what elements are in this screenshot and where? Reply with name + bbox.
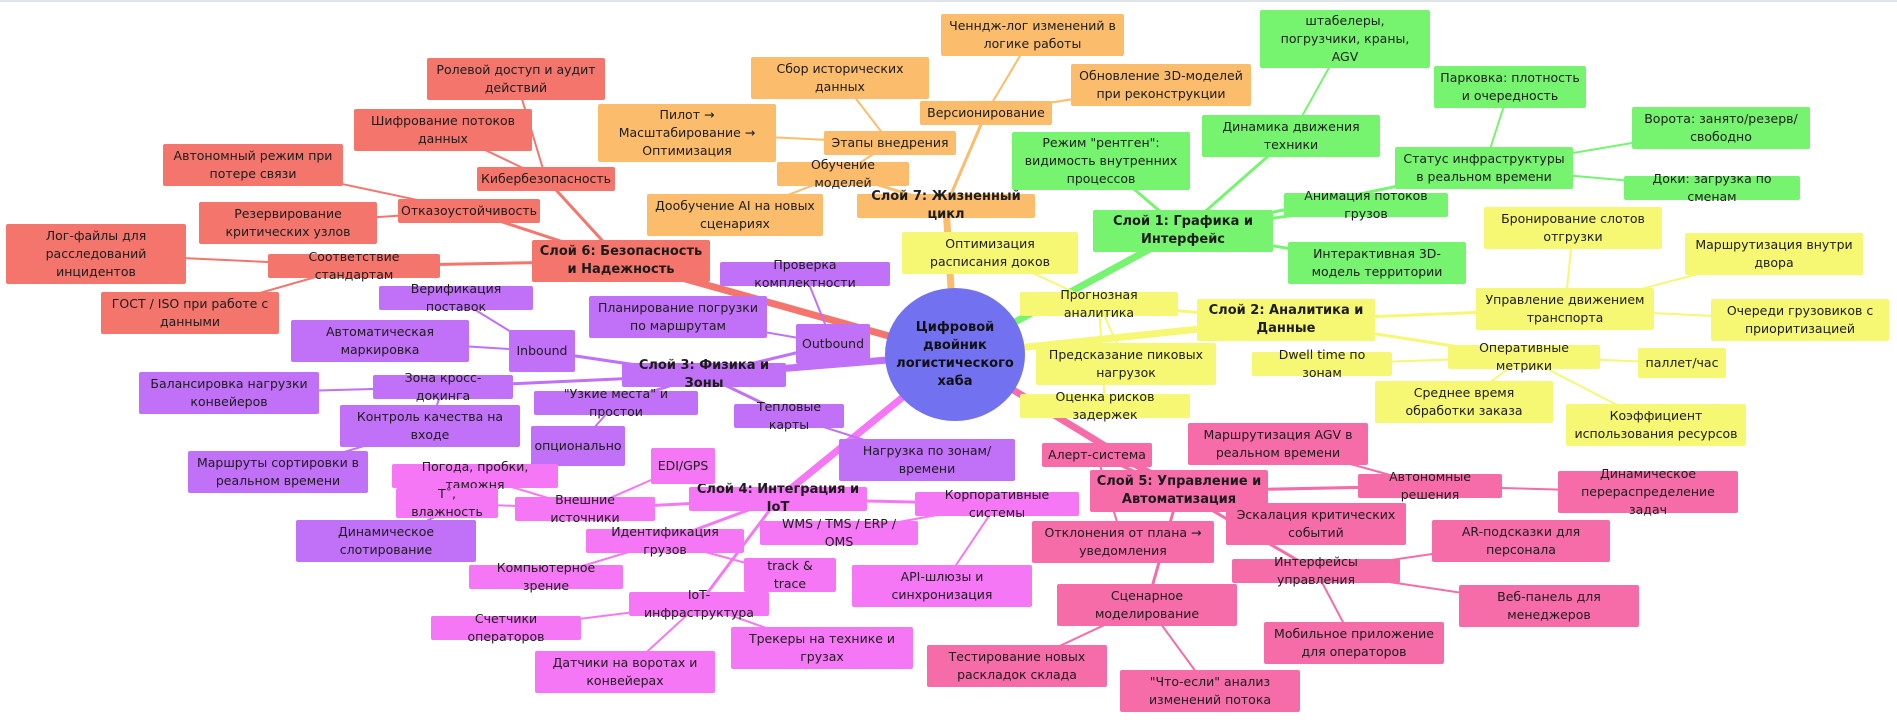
l4-wms[interactable]: WMS / TMS / ERP / OMS: [760, 516, 918, 549]
l3-crossdock[interactable]: Зона кросс-докинга: [373, 370, 513, 403]
l5-interfaces[interactable]: Интерфейсы управления: [1232, 554, 1400, 587]
layer6-node[interactable]: Слой 6: Безопасность и Надежность: [532, 240, 710, 282]
l6-logs[interactable]: Лог-файлы для расследований инцидентов: [6, 224, 186, 284]
l3-heatmaps[interactable]: Тепловые карты: [734, 399, 844, 432]
layer7-node[interactable]: Слой 7: Жизненный цикл: [857, 189, 1035, 222]
l5-autonomous[interactable]: Автономные решения: [1358, 469, 1502, 502]
l5-ar-hints[interactable]: AR-подсказки для персонала: [1432, 520, 1610, 562]
l2-peak-load[interactable]: Предсказание пиковых нагрузок: [1036, 343, 1216, 385]
l3-route-loading[interactable]: Планирование погрузки по маршрутам: [589, 296, 767, 338]
l3-bottlenecks[interactable]: "Узкие места" и простои: [534, 386, 698, 419]
l3-dyn-slotting[interactable]: Динамическое слотирование: [296, 520, 476, 562]
l2-yard-routing[interactable]: Маршрутизация внутри двора: [1685, 233, 1863, 275]
l7-ai-tuning[interactable]: Дообучение AI на новых сценариях: [647, 194, 823, 236]
l2-transport-mgmt[interactable]: Управление движением транспорта: [1476, 288, 1654, 330]
l4-temp[interactable]: T˚, влажность: [396, 486, 498, 519]
l5-web-panel[interactable]: Веб-панель для менеджеров: [1459, 585, 1639, 627]
l3-zone-load[interactable]: Нагрузка по зонам/ времени: [839, 439, 1015, 481]
l2-truck-queues[interactable]: Очереди грузовиков с приоритизацией: [1711, 299, 1889, 341]
l6-offline[interactable]: Автономный режим при потере связи: [163, 144, 343, 186]
l3-inbound[interactable]: Inbound: [509, 330, 575, 372]
l7-stages[interactable]: Этапы внедрения: [824, 131, 956, 155]
layer3-node[interactable]: Слой 3: Физика и Зоны: [622, 358, 786, 391]
l2-predictive[interactable]: Прогнозная аналитика: [1020, 287, 1178, 320]
l2-utilization[interactable]: Коэффициент использования ресурсов: [1566, 404, 1746, 446]
l1-machinery-motion[interactable]: Динамика движения техники: [1202, 115, 1380, 157]
layer1-node[interactable]: Слой 1: Графика и Интерфейс: [1093, 210, 1273, 252]
l6-gost[interactable]: ГОСТ / ISO при работе с данными: [101, 292, 279, 334]
l3-conveyor-balance[interactable]: Балансировка нагрузки конвейеров: [139, 372, 319, 414]
l4-edi[interactable]: EDI/GPS: [651, 448, 715, 484]
l5-task-redistrib[interactable]: Динамическое перераспределение задач: [1558, 466, 1738, 517]
l2-order-time[interactable]: Среднее время обработки заказа: [1375, 381, 1553, 423]
l7-pilot[interactable]: Пилот → Масштабирование → Оптимизация: [598, 104, 776, 162]
l5-scenario[interactable]: Сценарное моделирование: [1057, 584, 1237, 626]
l4-iot[interactable]: IoT-инфраструктура: [629, 587, 769, 620]
layer4-node[interactable]: Слой 4: Интеграция и IoT: [689, 482, 867, 515]
l2-delay-risk[interactable]: Оценка рисков задержек: [1020, 389, 1190, 422]
l6-encryption[interactable]: Шифрование потоков данных: [354, 109, 532, 151]
l2-dock-schedule[interactable]: Оптимизация расписания доков: [902, 232, 1078, 274]
l1-xray[interactable]: Режим "рентген": видимость внутренних пр…: [1012, 132, 1190, 190]
l4-sensors[interactable]: Датчики на воротах и конвейерах: [535, 651, 715, 693]
l3-outbound[interactable]: Outbound: [796, 324, 870, 364]
l6-role-access[interactable]: Ролевой доступ и аудит действий: [427, 58, 605, 100]
l4-trackers[interactable]: Трекеры на технике и грузах: [731, 627, 913, 669]
l4-track[interactable]: track & trace: [744, 558, 836, 592]
l7-history[interactable]: Сбор исторических данных: [751, 57, 929, 99]
l3-delivery-verify[interactable]: Верификация поставок: [379, 281, 533, 314]
l4-corporate[interactable]: Корпоративные системы: [915, 487, 1079, 520]
layer2-node[interactable]: Слой 2: Аналитика и Данные: [1197, 299, 1375, 341]
l7-changelog[interactable]: Ченндж-лог изменений в логике работы: [941, 14, 1124, 56]
l3-inbound-qc[interactable]: Контроль качества на входе: [340, 405, 520, 447]
l5-what-if[interactable]: "Что-если" анализ изменений потока: [1120, 670, 1300, 712]
l1-gates[interactable]: Ворота: занято/резерв/свободно: [1632, 107, 1810, 149]
l5-deviations[interactable]: Отклонения от плана → уведомления: [1032, 521, 1214, 563]
l2-op-metrics[interactable]: Оперативные метрики: [1448, 340, 1600, 373]
l5-alert[interactable]: Алерт-система: [1042, 443, 1152, 467]
connector-layer7-node-l7-versioning: [944, 111, 988, 208]
l3-completeness[interactable]: Проверка комплектности: [720, 257, 890, 290]
l6-redundancy[interactable]: Резервирование критических узлов: [199, 202, 377, 244]
l2-dwell[interactable]: Dwell time по зонам: [1252, 347, 1392, 380]
l7-model-training[interactable]: Обучение моделей: [777, 157, 909, 190]
l6-standards[interactable]: Соответствие стандартам: [268, 249, 440, 282]
l1-parking[interactable]: Парковка: плотность и очередность: [1434, 66, 1586, 108]
l1-model-3d[interactable]: Интерактивная 3D-модель территории: [1288, 242, 1466, 284]
l4-api[interactable]: API-шлюзы и синхронизация: [852, 565, 1032, 607]
top-border: [0, 0, 1897, 2]
l4-cv[interactable]: Компьютерное зрение: [469, 560, 623, 593]
l2-slot-booking[interactable]: Бронирование слотов отгрузки: [1484, 207, 1662, 249]
l1-cargo-flow[interactable]: Анимация потоков грузов: [1284, 188, 1448, 221]
l6-cyber[interactable]: Кибербезопасность: [477, 167, 615, 191]
l6-fault-tol[interactable]: Отказоустойчивость: [398, 199, 540, 223]
l4-weather[interactable]: Погода, пробки, таможня: [392, 459, 558, 492]
l3-optional[interactable]: опционально: [531, 426, 625, 466]
l4-cargo-id[interactable]: Идентификация грузов: [586, 524, 744, 557]
l3-sort-routes[interactable]: Маршруты сортировки в реальном времени: [188, 451, 368, 493]
l1-infra-status[interactable]: Статус инфраструктуры в реальном времени: [1395, 147, 1573, 189]
l2-pallet-hour[interactable]: паллет/час: [1638, 348, 1726, 378]
l5-escalation[interactable]: Эскалация критических событий: [1226, 503, 1406, 545]
l4-external[interactable]: Внешние источники: [515, 492, 655, 525]
l1-machinery-list[interactable]: штабелеры, погрузчики, краны, AGV: [1260, 10, 1430, 68]
l5-layout-test[interactable]: Тестирование новых раскладок склада: [927, 645, 1107, 687]
l1-docks[interactable]: Доки: загрузка по сменам: [1624, 171, 1800, 204]
l7-versioning[interactable]: Версионирование: [920, 101, 1052, 125]
l5-mobile-app[interactable]: Мобильное приложение для операторов: [1264, 622, 1444, 664]
l5-agv-routing[interactable]: Маршрутизация AGV в реальном времени: [1188, 423, 1368, 465]
root-node[interactable]: Цифровой двойник логистического хаба: [885, 288, 1025, 421]
l3-auto-marking[interactable]: Автоматическая маркировка: [291, 320, 469, 362]
l7-model-update[interactable]: Обновление 3D-моделей при реконструкции: [1071, 64, 1251, 106]
l4-op-counters[interactable]: Счетчики операторов: [431, 611, 581, 644]
